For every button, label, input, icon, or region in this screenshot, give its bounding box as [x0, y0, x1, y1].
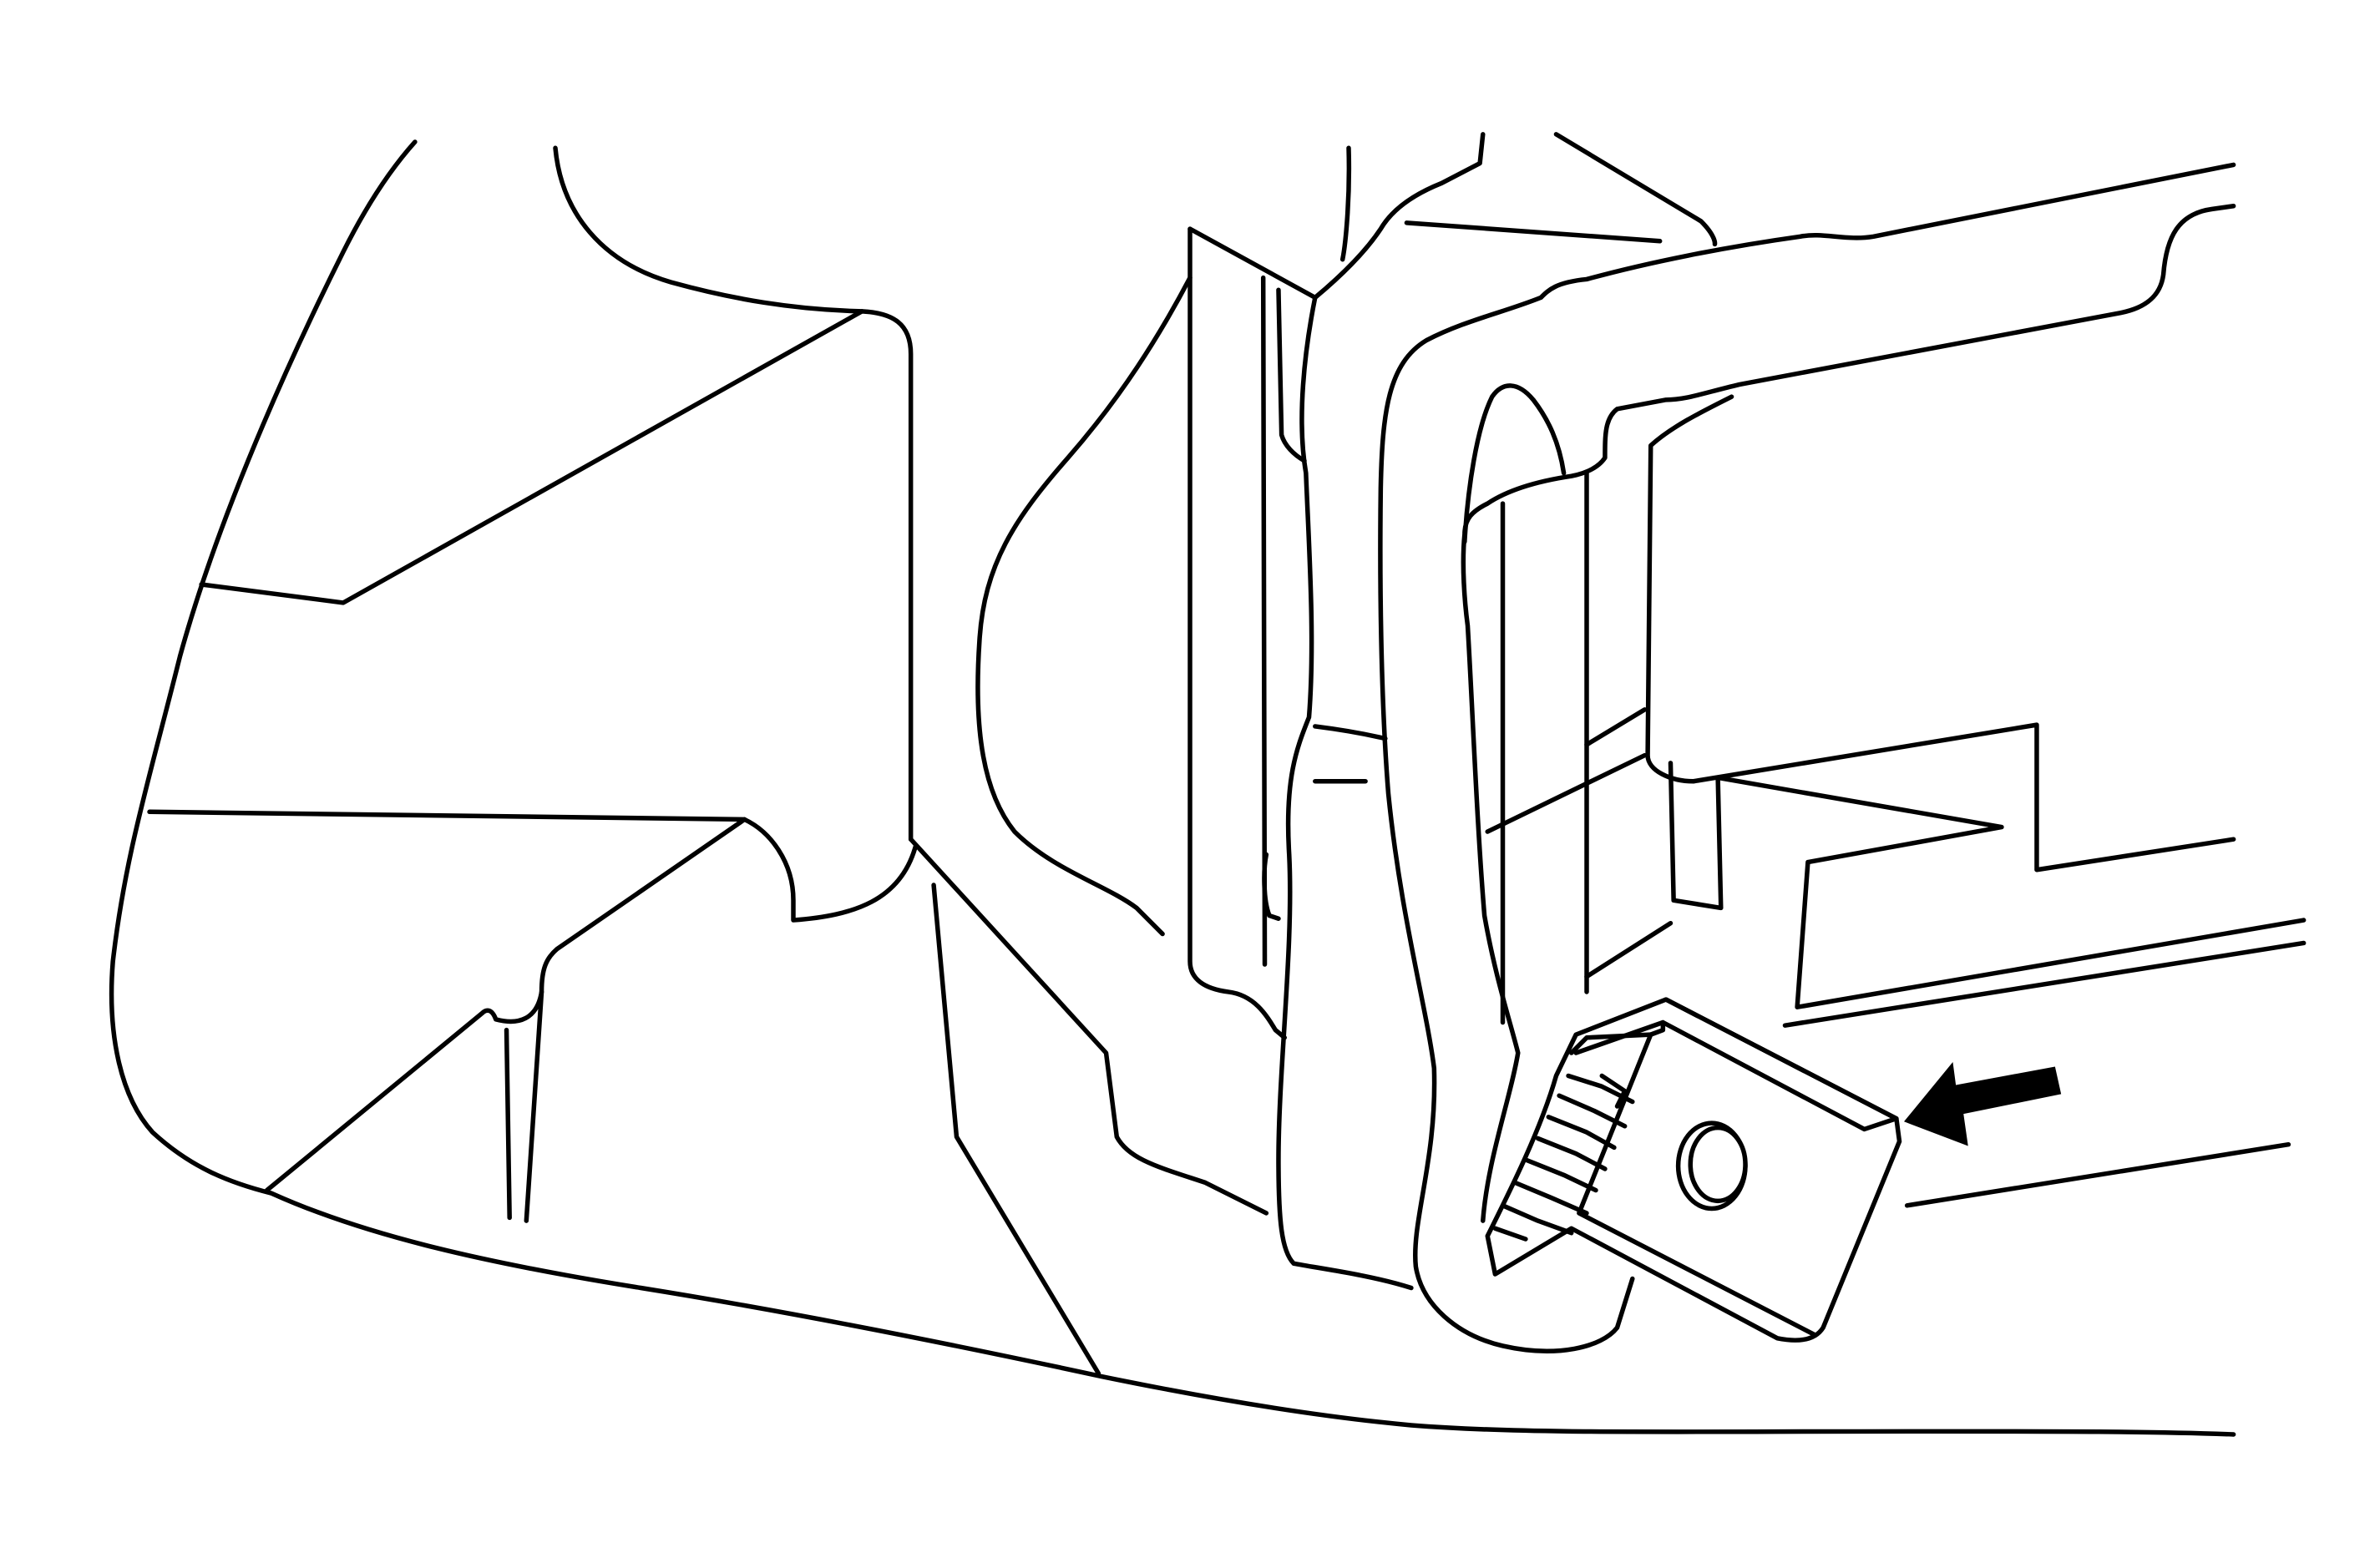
mount-bar-outer: [1276, 295, 1414, 1291]
clip-ridge-7: [1500, 1203, 1574, 1236]
bracket-top-edge: [1553, 132, 1718, 247]
panel-left-curve: [975, 275, 1193, 937]
clip-ridge-8: [1492, 1226, 1528, 1242]
clip-face-edge: [1573, 997, 1899, 1132]
clip-notch: [1599, 1073, 1628, 1109]
bracket-upper-line: [1404, 220, 1663, 244]
bracket-frame-col-2: [1668, 761, 1724, 911]
bracket-step: [1719, 776, 2307, 1009]
bracket-lower-line: [1584, 920, 1674, 979]
bracket-diagonal-2: [1584, 707, 1648, 747]
bracket-frame-top: [1645, 394, 2236, 873]
housing-shelf-line: [147, 809, 747, 822]
mount-bar-ridge: [1313, 724, 1388, 741]
bracket-diagonal: [1485, 752, 1648, 834]
connector-clip: [1485, 997, 1902, 1343]
panel-frame: [1187, 226, 1288, 1040]
panel-inner-line-2: [1276, 287, 1307, 463]
bracket-outer-loop: [1378, 162, 2236, 1353]
left-housing: [109, 139, 2236, 1437]
housing-upper-curve: [553, 145, 914, 842]
clip-ridge-2: [1557, 1093, 1628, 1129]
bracket-slot: [1462, 383, 1567, 544]
panel-tab: [1262, 852, 1281, 921]
clip-ridge-6: [1512, 1180, 1589, 1216]
panel-inner-line-1: [1260, 275, 1268, 967]
clip-ridge-3: [1546, 1115, 1617, 1151]
center-panel: [975, 132, 1486, 1291]
clip-ridge-5: [1523, 1157, 1598, 1193]
callout-arrow-shape: [1904, 1062, 2062, 1146]
clip-button-inner: [1688, 1125, 1748, 1204]
housing-lower-edge: [264, 817, 747, 1193]
housing-right-edge: [908, 837, 1269, 1216]
mount-bar-top: [1313, 132, 1486, 301]
clip-ridge-4: [1535, 1136, 1608, 1171]
housing-inner-edge: [931, 883, 1101, 1376]
arrow-left-icon: [1904, 1062, 2062, 1146]
panel-top-edge: [1187, 226, 1318, 301]
bracket-base-line: [1782, 940, 2307, 1028]
housing-outer-outline: [109, 139, 2236, 1437]
housing-rib-1: [504, 1027, 512, 1221]
housing-rib-2: [524, 989, 544, 1223]
right-bracket: [1378, 132, 2307, 1353]
housing-face-edge: [199, 309, 864, 605]
mount-bar-line: [1339, 145, 1352, 262]
clip-left-face: [1568, 1032, 1653, 1055]
bracket-right-line: [1904, 1141, 2291, 1208]
housing-notch: [742, 817, 918, 923]
